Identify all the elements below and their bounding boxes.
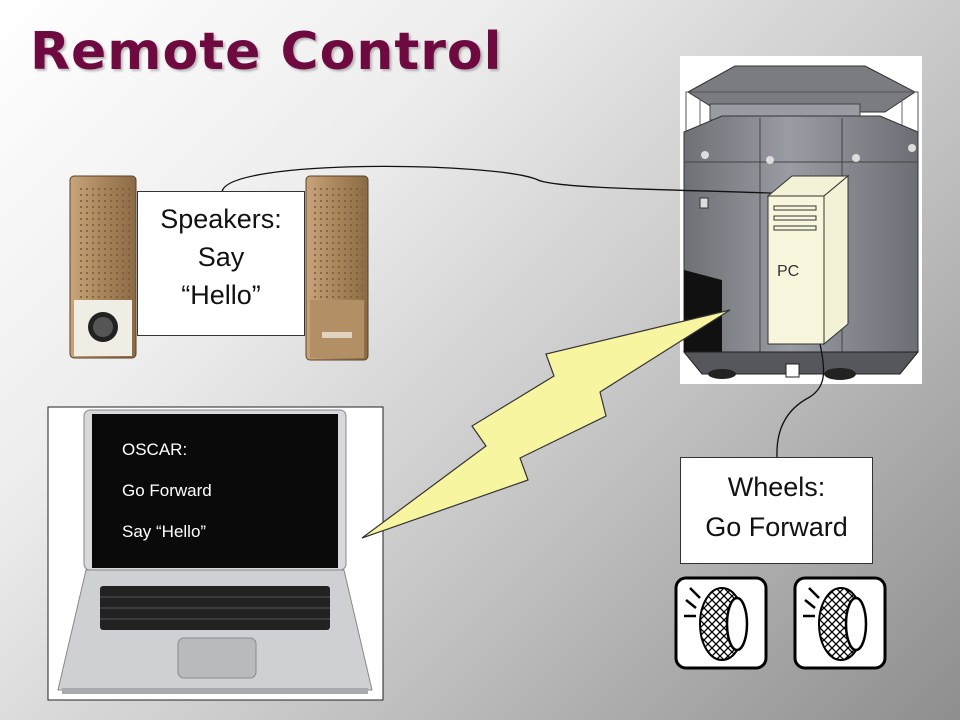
wheel-right-icon [793, 576, 887, 670]
wheels-wire [776, 343, 825, 458]
screen-line-command-2: Say “Hello” [122, 522, 207, 541]
page-title: Remote Control [30, 22, 503, 82]
wheels-callout: Wheels: Go Forward [680, 457, 873, 564]
speakers-command-line1: Say [197, 242, 245, 272]
pc-label: PC [777, 263, 800, 280]
pc-tower [766, 174, 850, 378]
speaker-wire [221, 165, 791, 195]
wireless-lightning-icon [361, 309, 731, 539]
laptop-screen-text: OSCAR: Go Forward Say “Hello” [122, 440, 212, 563]
wheels-heading: Wheels: [727, 472, 826, 502]
speakers-command-line2: “Hello” [181, 280, 261, 310]
speakers-heading: Speakers: [160, 204, 282, 234]
screen-line-robot-name: OSCAR: [122, 440, 188, 459]
wheel-left-icon [674, 576, 768, 670]
screen-line-command-1: Go Forward [122, 481, 212, 500]
wheels-command: Go Forward [705, 512, 848, 542]
robot-body [680, 56, 922, 384]
speakers-callout: Speakers: Say “Hello” [137, 191, 305, 336]
laptop [47, 406, 384, 701]
right-speaker [305, 175, 369, 361]
left-speaker [69, 175, 137, 359]
